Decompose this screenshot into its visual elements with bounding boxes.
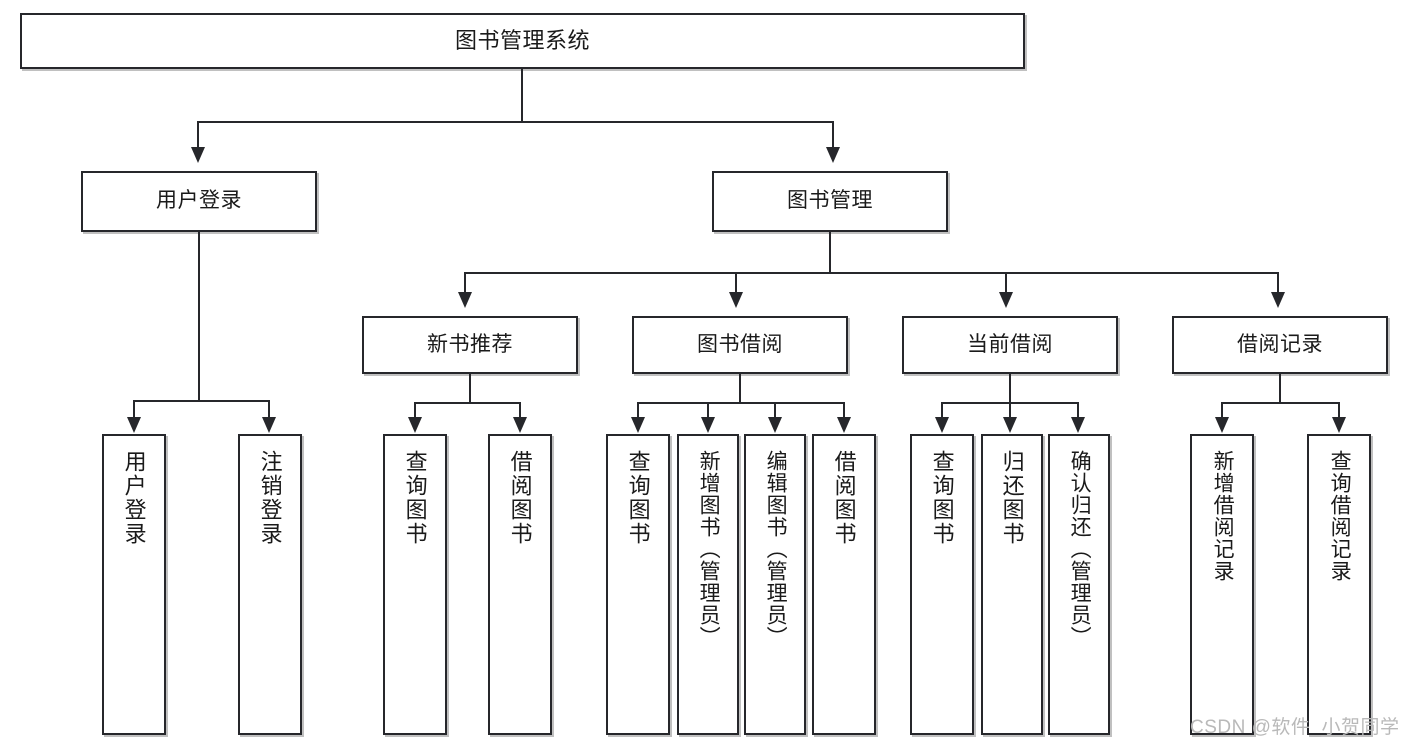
- connector-cb-branch-1: [941, 402, 943, 418]
- node-leaf-bb-query-book[interactable]: 查询图书: [606, 434, 670, 735]
- node-label: 新增图书（管理员）: [697, 450, 721, 648]
- node-label: 图书借阅: [697, 332, 783, 356]
- node-leaf-cb-query-book[interactable]: 查询图书: [910, 434, 974, 735]
- connector-user-login-branch-2: [268, 400, 270, 418]
- node-new-book-recommend[interactable]: 新书推荐: [362, 316, 578, 374]
- arrowhead-br-add-record: [1215, 417, 1229, 433]
- connector-user-login-branch-1: [133, 400, 135, 418]
- connector-new-book-recommend-bus: [414, 402, 520, 404]
- node-leaf-logout-login[interactable]: 注销登录: [238, 434, 302, 735]
- csdn-watermark: CSDN @软件_小贺同学: [1190, 717, 1400, 738]
- connector-br-branch-2: [1338, 402, 1340, 418]
- node-label: 查询图书: [402, 450, 428, 546]
- node-label: 查询图书: [625, 450, 651, 546]
- connector-book-borrow-stem: [739, 374, 741, 402]
- arrowhead-book-management: [826, 147, 840, 163]
- node-label: 编辑图书（管理员）: [764, 450, 788, 648]
- arrowhead-leaf-logout-login: [262, 417, 276, 433]
- connector-new-book-recommend-stem: [469, 374, 471, 402]
- connector-to-current-borrow: [1005, 272, 1007, 293]
- connector-to-new-book-recommend: [464, 272, 466, 293]
- arrowhead-nbr-borrow-book: [513, 417, 527, 433]
- node-borrow-record[interactable]: 借阅记录: [1172, 316, 1388, 374]
- arrowhead-cb-confirm-return: [1071, 417, 1085, 433]
- connector-borrow-record-bus: [1221, 402, 1339, 404]
- arrowhead-new-book-recommend: [458, 292, 472, 308]
- node-leaf-cb-return-book[interactable]: 归还图书: [981, 434, 1043, 735]
- node-label: 图书管理: [787, 189, 873, 213]
- connector-root-to-user-login: [197, 121, 199, 149]
- node-label: 新书推荐: [427, 332, 513, 356]
- node-label: 新增借阅记录: [1211, 450, 1235, 582]
- node-label: 借阅记录: [1237, 332, 1323, 356]
- node-leaf-bb-borrow-book[interactable]: 借阅图书: [812, 434, 876, 735]
- node-label: 图书管理系统: [454, 28, 590, 54]
- connector-to-book-borrow: [735, 272, 737, 293]
- node-label: 当前借阅: [967, 332, 1053, 356]
- arrowhead-leaf-user-login: [127, 417, 141, 433]
- node-user-login[interactable]: 用户登录: [81, 171, 317, 232]
- arrowhead-cb-query-book: [935, 417, 949, 433]
- node-leaf-bb-add-book[interactable]: 新增图书（管理员）: [677, 434, 739, 735]
- connector-bb-branch-4: [843, 402, 845, 418]
- connector-nbr-branch-2: [519, 402, 521, 418]
- node-label: 查询图书: [929, 450, 955, 546]
- node-root-book-management-system[interactable]: 图书管理系统: [20, 13, 1025, 69]
- connector-book-management-stem: [829, 232, 831, 272]
- connector-root-stem: [521, 69, 523, 121]
- node-leaf-br-add-record[interactable]: 新增借阅记录: [1190, 434, 1254, 735]
- arrowhead-bb-query-book: [631, 417, 645, 433]
- node-leaf-bb-edit-book[interactable]: 编辑图书（管理员）: [744, 434, 806, 735]
- connector-root-to-book-management: [832, 121, 834, 149]
- connector-to-borrow-record: [1277, 272, 1279, 293]
- connector-cb-branch-2: [1009, 402, 1011, 418]
- arrowhead-bb-borrow-book: [837, 417, 851, 433]
- node-label: 借阅图书: [507, 450, 533, 546]
- node-label: 查询借阅记录: [1328, 450, 1352, 582]
- node-leaf-br-query-record[interactable]: 查询借阅记录: [1307, 434, 1371, 735]
- node-leaf-user-login[interactable]: 用户登录: [102, 434, 166, 735]
- node-leaf-cb-confirm-return[interactable]: 确认归还（管理员）: [1048, 434, 1110, 735]
- arrowhead-book-borrow: [729, 292, 743, 308]
- arrowhead-nbr-query-book: [408, 417, 422, 433]
- arrowhead-borrow-record: [1271, 292, 1285, 308]
- node-label: 注销登录: [257, 450, 283, 546]
- node-label: 确认归还（管理员）: [1068, 450, 1092, 648]
- node-book-management[interactable]: 图书管理: [712, 171, 948, 232]
- node-label: 借阅图书: [831, 450, 857, 546]
- connector-root-bus: [197, 121, 834, 123]
- connector-borrow-record-stem: [1279, 374, 1281, 402]
- connector-book-borrow-bus: [637, 402, 845, 404]
- node-book-borrow[interactable]: 图书借阅: [632, 316, 848, 374]
- arrowhead-bb-edit-book: [768, 417, 782, 433]
- connector-br-branch-1: [1221, 402, 1223, 418]
- connector-bb-branch-3: [774, 402, 776, 418]
- node-label: 用户登录: [121, 450, 147, 546]
- arrowhead-cb-return-book: [1003, 417, 1017, 433]
- connector-bb-branch-1: [637, 402, 639, 418]
- arrowhead-br-query-record: [1332, 417, 1346, 433]
- node-current-borrow[interactable]: 当前借阅: [902, 316, 1118, 374]
- node-label: 归还图书: [999, 450, 1025, 546]
- arrowhead-user-login: [191, 147, 205, 163]
- node-label: 用户登录: [156, 189, 242, 213]
- arrowhead-current-borrow: [999, 292, 1013, 308]
- connector-cb-branch-3: [1077, 402, 1079, 418]
- arrowhead-bb-add-book: [701, 417, 715, 433]
- connector-level2-bus: [464, 272, 1279, 274]
- connector-current-borrow-stem: [1009, 374, 1011, 402]
- node-leaf-nbr-query-book[interactable]: 查询图书: [383, 434, 447, 735]
- connector-user-login-bus: [133, 400, 269, 402]
- connector-bb-branch-2: [707, 402, 709, 418]
- connector-user-login-stem: [198, 232, 200, 400]
- connector-nbr-branch-1: [414, 402, 416, 418]
- node-leaf-nbr-borrow-book[interactable]: 借阅图书: [488, 434, 552, 735]
